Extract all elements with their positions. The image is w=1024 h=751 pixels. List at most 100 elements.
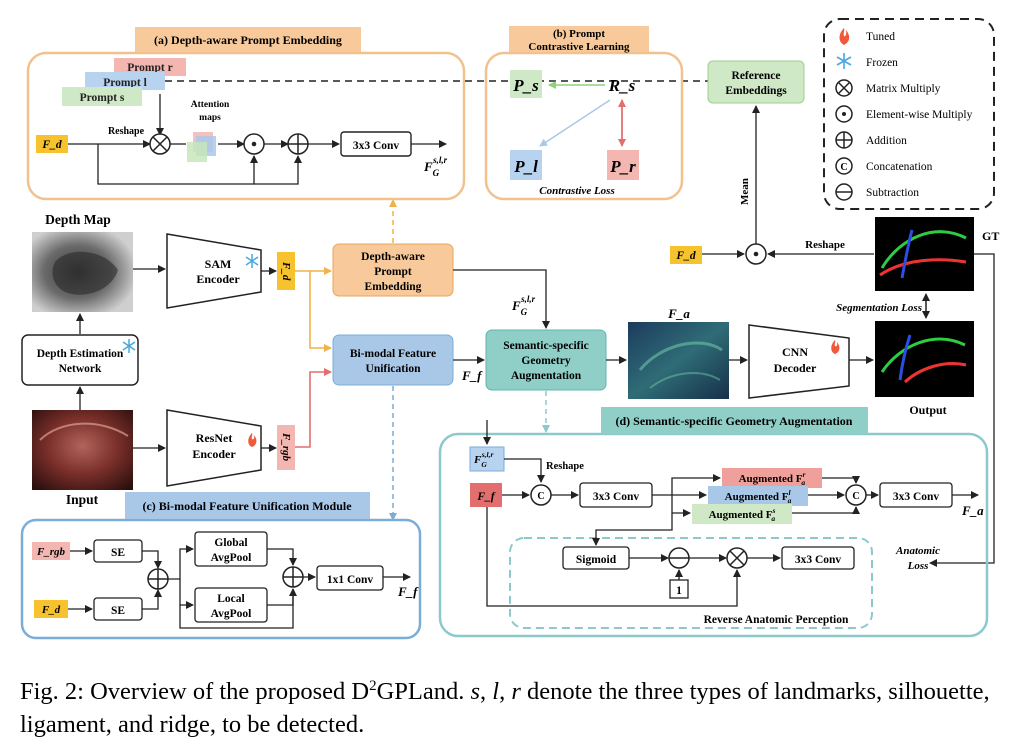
- contrastive-loss-label: Contrastive Loss: [539, 185, 614, 197]
- reference-line2: Embeddings: [725, 85, 787, 97]
- panel-a: (a) Depth-aware Prompt Embedding Prompt …: [26, 27, 708, 201]
- resnet-line2: Encoder: [192, 447, 236, 461]
- local-line2: AvgPool: [211, 608, 252, 620]
- fire-icon: [248, 433, 257, 447]
- panel-b: (b) Prompt Contrastive Learning P_s R_s …: [484, 26, 684, 201]
- ssga-line3: Augmentation: [511, 370, 582, 382]
- constant-one-label: 1: [676, 585, 682, 597]
- cnn-decoder: [748, 324, 850, 399]
- panel-b-title-box: [509, 26, 649, 52]
- legend-tuned: Tuned: [866, 31, 895, 43]
- prompt-l-box: [85, 72, 165, 90]
- legend-addition: Addition: [866, 135, 907, 147]
- frgb-vertical-box: [277, 425, 295, 470]
- ff-label-main: F_f: [461, 368, 483, 383]
- panel-a-title-box: [135, 27, 361, 52]
- legend-concatenation: Concatenation: [866, 161, 933, 173]
- fd-box-a: [36, 135, 68, 153]
- pr-box: [607, 150, 639, 180]
- ps-box: [510, 70, 542, 98]
- subtraction-icon: [835, 183, 853, 201]
- depth-estimation-network: [21, 334, 139, 386]
- svg-text:C: C: [852, 491, 859, 502]
- prompt-s-box: [62, 87, 142, 106]
- resnet-line1: ResNet: [196, 431, 233, 445]
- snowflake-icon: [836, 53, 852, 69]
- panel-c: (c) Bi-modal Feature Unification Module …: [20, 492, 422, 640]
- panel-b-title-2: Contrastive Learning: [528, 41, 630, 53]
- panel-a-title: (a) Depth-aware Prompt Embedding: [154, 33, 342, 47]
- augmented-fs-box: [692, 504, 792, 524]
- pl-box: [510, 150, 542, 180]
- snowflake-icon: [245, 254, 259, 268]
- fd-skip-to-mult: [97, 144, 258, 185]
- fg-label-main: FGs,l,r: [511, 294, 536, 317]
- frgb-label-c: F_rgb: [36, 546, 66, 558]
- panel-c-title: (c) Bi-modal Feature Unification Module: [142, 499, 352, 513]
- addition-icon: [835, 131, 853, 149]
- conv-1x1-label: 1x1 Conv: [327, 574, 374, 586]
- reshape-label-a: Reshape: [108, 126, 145, 137]
- local-line1: Local: [217, 593, 244, 605]
- fd-label-a: F_d: [41, 139, 61, 151]
- fd-vertical-label: F_d: [280, 261, 292, 281]
- legend-frozen: Frozen: [866, 57, 898, 69]
- prompt-s-label: Prompt s: [80, 92, 125, 104]
- legend-subtraction: Subtraction: [866, 187, 919, 199]
- ff-skip-to-matmul: [486, 507, 741, 607]
- cnn-line1: CNN: [782, 345, 808, 359]
- svg-text:C: C: [840, 162, 847, 173]
- reshape-label-d: Reshape: [546, 461, 584, 472]
- fd-vertical-box: [277, 252, 295, 290]
- reference-embeddings-box: [707, 60, 805, 104]
- anatomic-loss-line2: Loss: [907, 560, 929, 572]
- se-label-d: SE: [111, 605, 125, 617]
- matrix-multiply-icon: [835, 79, 853, 97]
- rs-label: R_s: [608, 76, 636, 95]
- bimodal-line1: Bi-modal Feature: [350, 348, 436, 360]
- cnn-line2: Decoder: [774, 361, 817, 375]
- panel-d: (d) Semantic-specific Geometry Augmentat…: [438, 407, 989, 638]
- figure-caption: Fig. 2: Overview of the proposed D2GPLan…: [20, 678, 990, 739]
- panel-d-title: (d) Semantic-specific Geometry Augmentat…: [616, 414, 853, 428]
- fd-to-bimodal-arrow: [309, 271, 332, 352]
- dape-line3: Embedding: [365, 281, 422, 293]
- dape-line1: Depth-aware: [361, 251, 425, 263]
- legend-elementwise-multiply: Element-wise Multiply: [866, 109, 973, 121]
- gt-label: GT: [982, 229, 999, 243]
- conv-3x3-d3-label: 3x3 Conv: [795, 554, 842, 566]
- ps-label: P_s: [512, 76, 539, 95]
- gt-to-anatomic-loss: [929, 253, 995, 567]
- conv-3x3-d1-label: 3x3 Conv: [593, 491, 640, 503]
- attention-label: Attention: [191, 100, 230, 110]
- frgb-vertical-label: F_rgb: [280, 432, 292, 462]
- anatomic-loss-line1: Anatomic: [895, 545, 940, 557]
- conv-3x3-d2-label: 3x3 Conv: [893, 491, 940, 503]
- svg-text:C: C: [537, 491, 544, 502]
- rs-to-pl-arrow: [539, 99, 611, 147]
- frgb-box-c: [32, 542, 70, 560]
- maps-label: maps: [199, 113, 221, 123]
- conv-1x1-c: [316, 565, 384, 591]
- fa-label-main: F_a: [667, 306, 690, 321]
- sam-line2: Encoder: [196, 272, 240, 286]
- conv-3x3-d3: [781, 546, 855, 570]
- fg-output-a: FGs,l,r: [423, 155, 448, 178]
- fd-label-c: F_d: [41, 604, 61, 616]
- dape-to-ssga-arrow: [453, 269, 550, 329]
- depth-map-title: Depth Map: [45, 212, 111, 227]
- panel-c-frame: [20, 518, 422, 640]
- reverse-anatomic-perception-frame: [509, 537, 873, 629]
- panel-b-frame: [484, 51, 684, 201]
- fd-skip-to-add: [254, 155, 302, 185]
- reference-line1: Reference: [732, 70, 781, 82]
- input-label: Input: [66, 492, 99, 507]
- ssga-line1: Semantic-specific: [503, 340, 589, 352]
- concatenation-icon: C: [835, 157, 853, 175]
- fire-icon: [839, 28, 850, 45]
- global-line2: AvgPool: [211, 552, 252, 564]
- panel-a-frame: [26, 51, 466, 201]
- pl-label: P_l: [513, 157, 538, 176]
